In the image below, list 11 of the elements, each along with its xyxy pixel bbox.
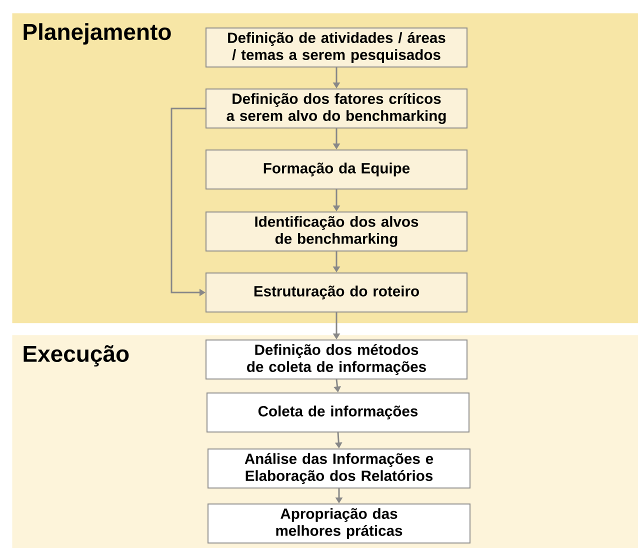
process-box: Apropriação das melhores práticas: [208, 503, 470, 544]
process-box: Definição dos fatores críticos a serem alvo do benchmarking: [206, 88, 468, 128]
process-box: Formação da Equipe: [206, 150, 468, 190]
process-box: Definição dos métodos de coleta de informações: [206, 339, 468, 380]
process-box: Identificação dos alvos de benchmarking: [206, 211, 468, 252]
process-box: Estruturação do roteiro: [206, 272, 468, 312]
phase-heading: Execução: [24, 345, 129, 367]
process-box: Definição de atividades / áreas / temas a serem pesquisados: [206, 28, 468, 68]
process-box: Análise das Informações e Elaboração dos Relatórios: [208, 448, 470, 488]
phase-heading: Planejamento: [24, 23, 171, 45]
process-box: Coleta de informações: [206, 392, 470, 432]
